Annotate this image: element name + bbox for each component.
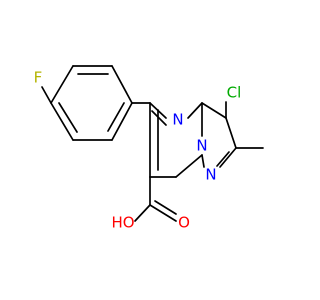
bond (111, 65, 133, 104)
bond (50, 102, 74, 141)
atom-label-hydroxyl-oxygen: HO (111, 214, 134, 232)
atom-label-nitrogen-top: N (172, 111, 183, 129)
atom-label-carbonyl-oxygen: O (178, 214, 190, 232)
bond (149, 204, 177, 222)
bond (225, 117, 237, 149)
atom-label-fluorine: F (34, 69, 43, 87)
bond (187, 102, 203, 119)
molecule-canvas: F Cl N N N HO O (33, 65, 264, 232)
bond (41, 86, 52, 104)
bond (201, 154, 205, 168)
bond (58, 102, 78, 133)
structure-diagram: F Cl N N N HO O (34, 65, 264, 232)
atom-label-chlorine: Cl (227, 84, 242, 102)
atom-label-nitrogen-pyrazole: N (205, 166, 216, 184)
bond (219, 147, 237, 168)
bond (216, 151, 230, 167)
bond (111, 102, 133, 141)
bond (134, 204, 151, 222)
bond (107, 102, 125, 132)
bond (175, 154, 203, 178)
bond (201, 102, 227, 119)
bond (50, 65, 74, 104)
bond (151, 110, 167, 126)
bond (154, 200, 177, 215)
atom-label-nitrogen-bridge: N (196, 137, 207, 155)
